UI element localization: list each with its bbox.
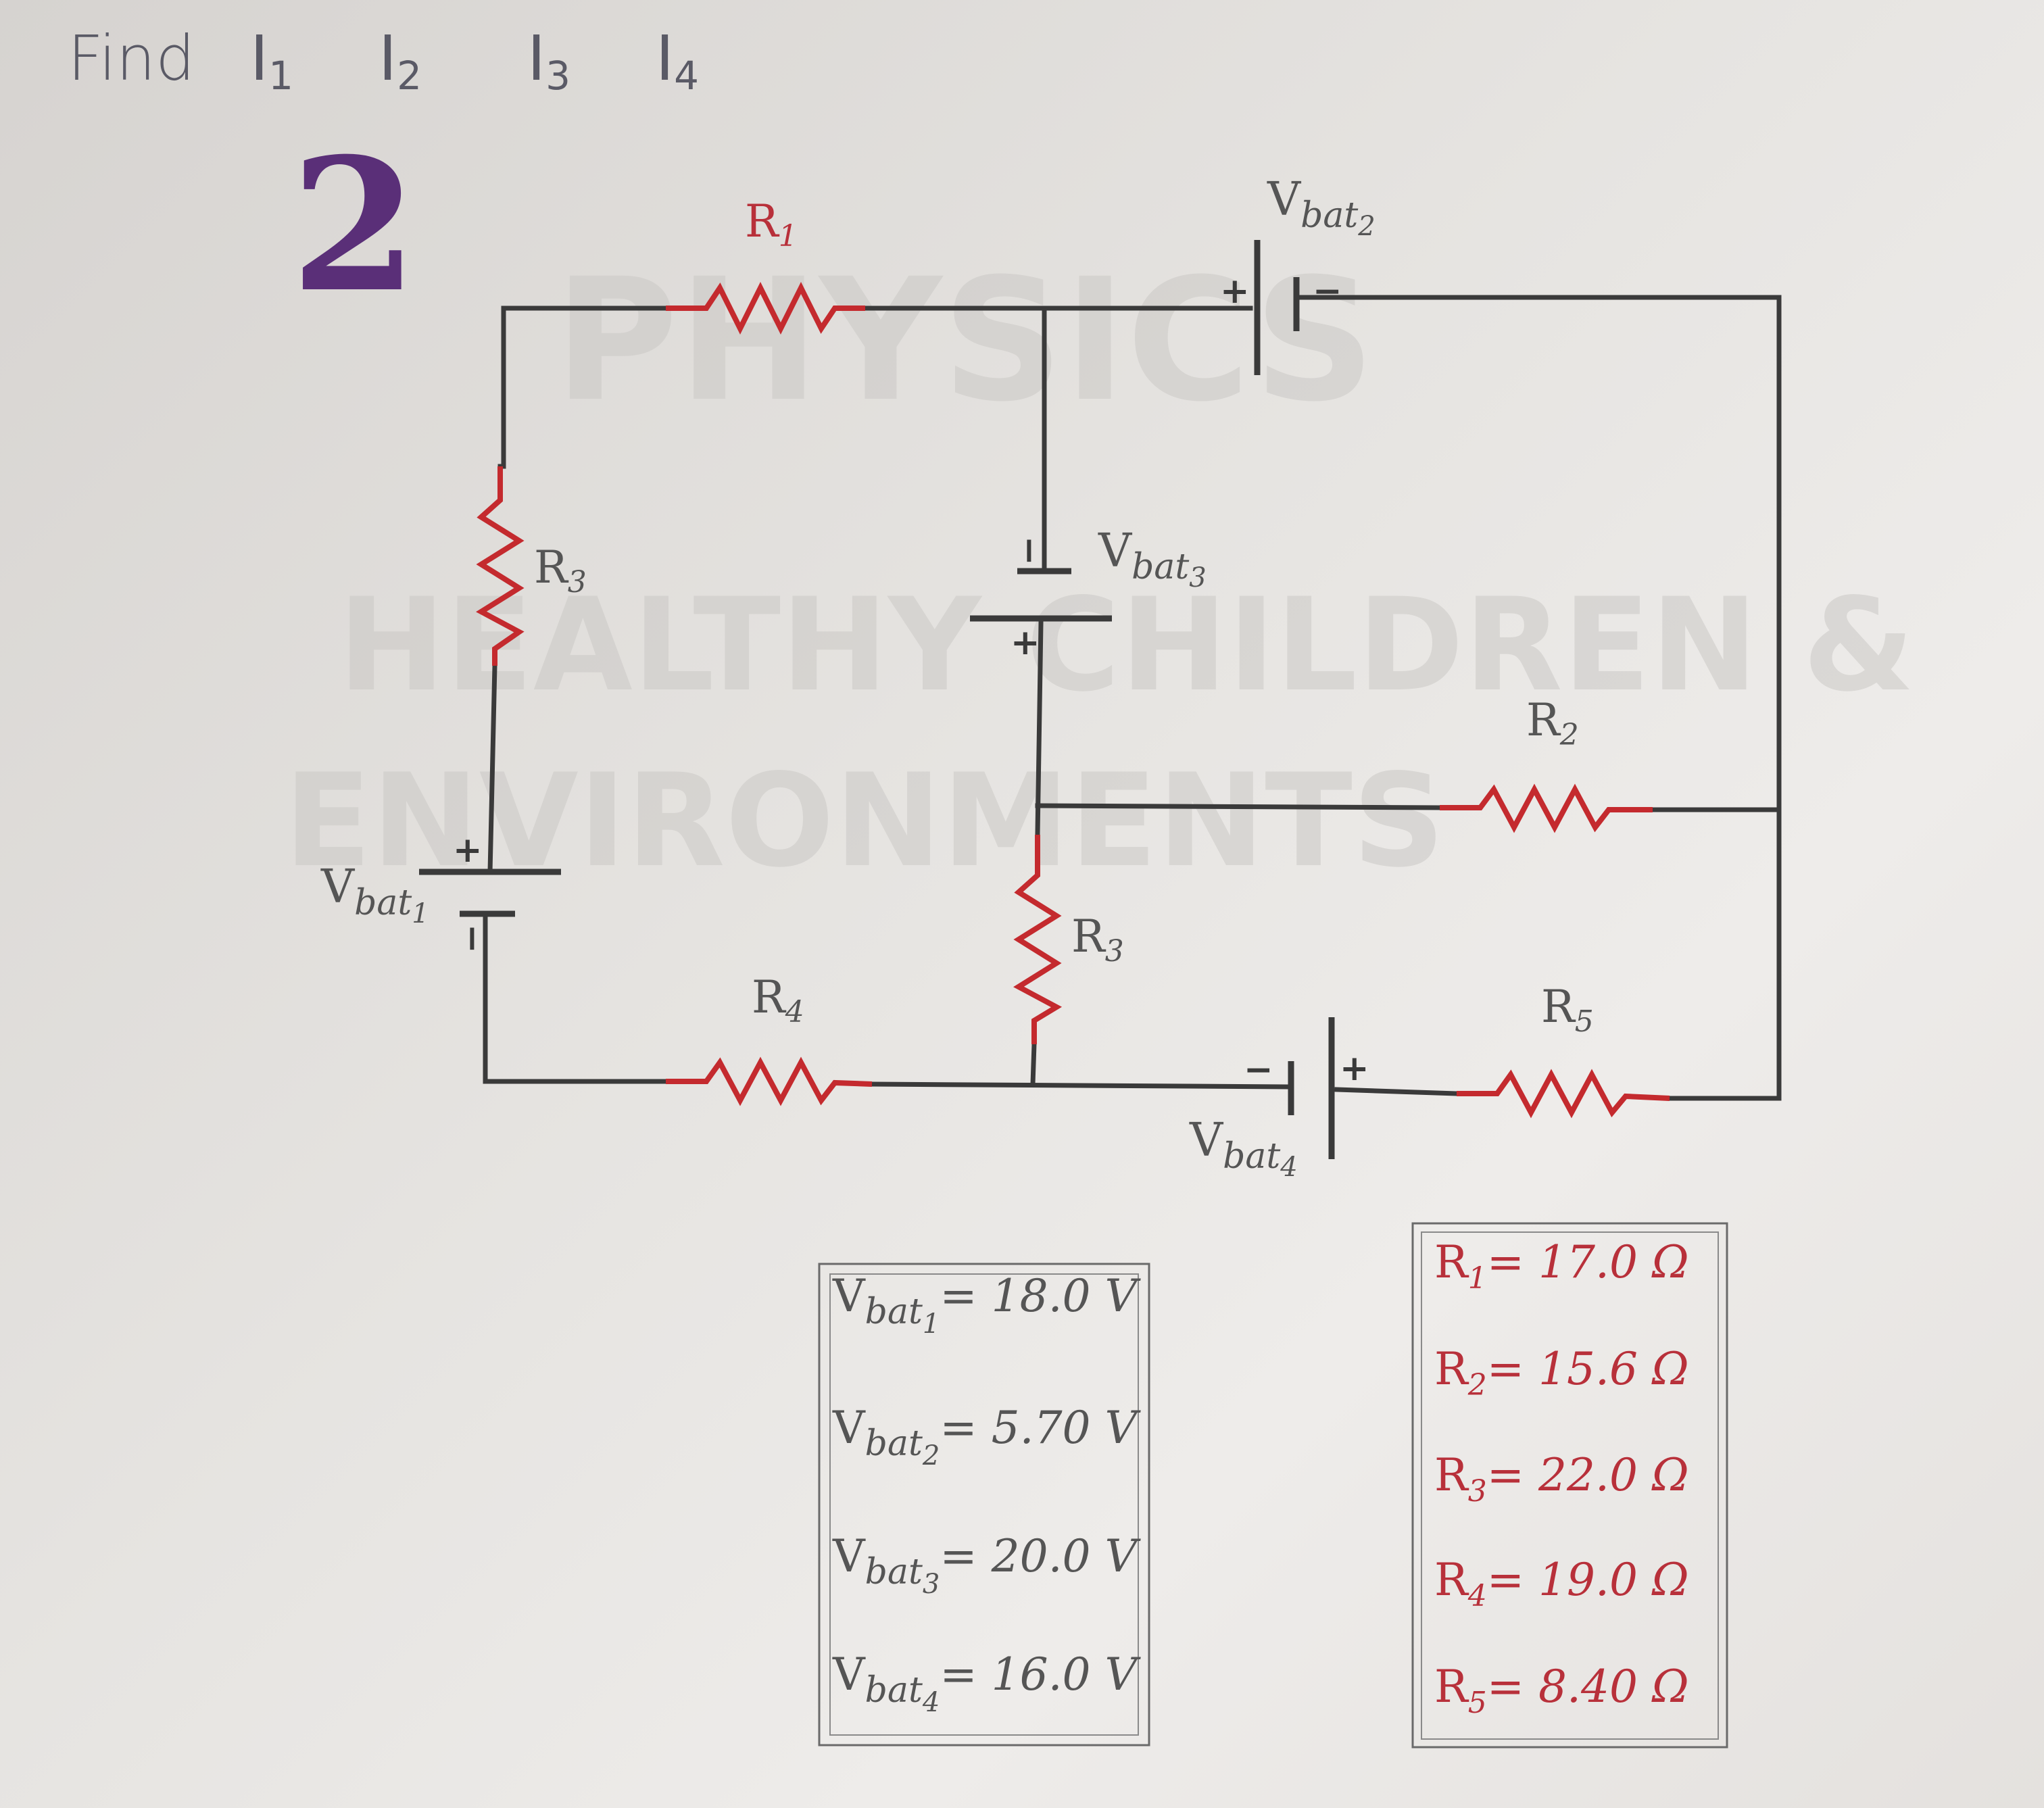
label-vbat2: Vbat2: [1267, 173, 1376, 242]
label-r4: R4: [752, 971, 804, 1029]
resistor-r5: [1457, 1069, 1670, 1119]
resistor-value-row: R4= 19.0 Ω: [1434, 1554, 1689, 1613]
label-r1: R1: [745, 195, 798, 253]
polarity-marks: + − + − + − − +: [452, 271, 1369, 1090]
battery-values-frame: [818, 1263, 1150, 1746]
resistor-value-row: R3= 22.0 Ω: [1434, 1449, 1689, 1509]
wire: [487, 663, 497, 875]
plus-sign: +: [453, 830, 483, 871]
resistor-r3-left: [476, 466, 525, 666]
watermark-line-1: PHYSICS: [554, 242, 1376, 439]
resistors: [476, 282, 1670, 1119]
watermark-line-2: HEALTHY CHILDREN &: [338, 570, 1915, 720]
instruction-item: I2: [379, 22, 422, 99]
resistor-values-box: R1= 17.0 Ω R2= 15.6 Ω R3= 22.0 Ω R4= 19.…: [1411, 1222, 1728, 1749]
instruction-item: I1: [250, 22, 293, 99]
label-r2: R2: [1526, 694, 1579, 752]
instruction-item: I4: [656, 22, 699, 99]
wire: [869, 1081, 1294, 1090]
resistor-value-row: R5= 8.40 Ω: [1434, 1661, 1689, 1720]
label-vbat3: Vbat3: [1098, 524, 1207, 593]
instruction: Find I1 I2 I3 I4: [68, 22, 699, 99]
wire: [483, 911, 668, 1084]
battery-values-inner-frame: [829, 1273, 1139, 1736]
label-vbat4: Vbat4: [1189, 1114, 1298, 1183]
battery-value-row: Vbat4= 16.0 V: [832, 1648, 1142, 1718]
wires: [483, 295, 1782, 1101]
wire: [1334, 1087, 1459, 1096]
resistor-r4: [666, 1056, 873, 1106]
resistor-r1: [666, 282, 865, 335]
label-r3-middle: R3: [1071, 910, 1124, 969]
resistor-value-row: R1= 17.0 Ω: [1434, 1236, 1689, 1296]
resistor-values-frame: [1411, 1222, 1728, 1749]
battery-value-row: Vbat2= 5.70 V: [832, 1402, 1142, 1471]
plus-sign: +: [1011, 622, 1040, 663]
battery-value-row: Vbat3= 20.0 V: [832, 1530, 1142, 1600]
wire: [1030, 1042, 1037, 1087]
minus-sign: −: [452, 924, 493, 954]
instruction-item: I3: [527, 22, 570, 99]
problem-number: 2: [291, 118, 418, 333]
wire: [1035, 620, 1044, 837]
battery-values-box: Vbat1= 18.0 V Vbat2= 5.70 V Vbat3= 20.0 …: [818, 1263, 1150, 1746]
wire: [1294, 295, 1782, 1101]
label-r5: R5: [1541, 981, 1594, 1039]
label-r3-left: R3: [534, 541, 587, 600]
resistor-r2: [1440, 783, 1653, 833]
label-vbat1: Vbat1: [320, 860, 429, 929]
minus-sign: −: [1313, 271, 1342, 312]
resistor-values-inner-frame: [1421, 1231, 1719, 1740]
batteries: [419, 240, 1335, 1159]
plus-sign: +: [1220, 271, 1250, 312]
watermark: PHYSICS HEALTHY CHILDREN & ENVIRONMENTS: [284, 242, 1915, 896]
plus-sign: +: [1340, 1048, 1369, 1089]
minus-sign: −: [1009, 536, 1050, 566]
resistor-r3-middle: [1013, 835, 1063, 1044]
battery-value-row: Vbat1= 18.0 V: [832, 1270, 1142, 1340]
component-labels: R1 Vbat2 R3 Vbat3 R2 Vbat1 R3 R4 R5 Vbat…: [320, 173, 1594, 1183]
instruction-prefix: Find: [68, 22, 195, 95]
minus-sign: −: [1244, 1050, 1273, 1090]
resistor-value-row: R2= 15.6 Ω: [1434, 1343, 1689, 1402]
wire: [1035, 803, 1442, 810]
